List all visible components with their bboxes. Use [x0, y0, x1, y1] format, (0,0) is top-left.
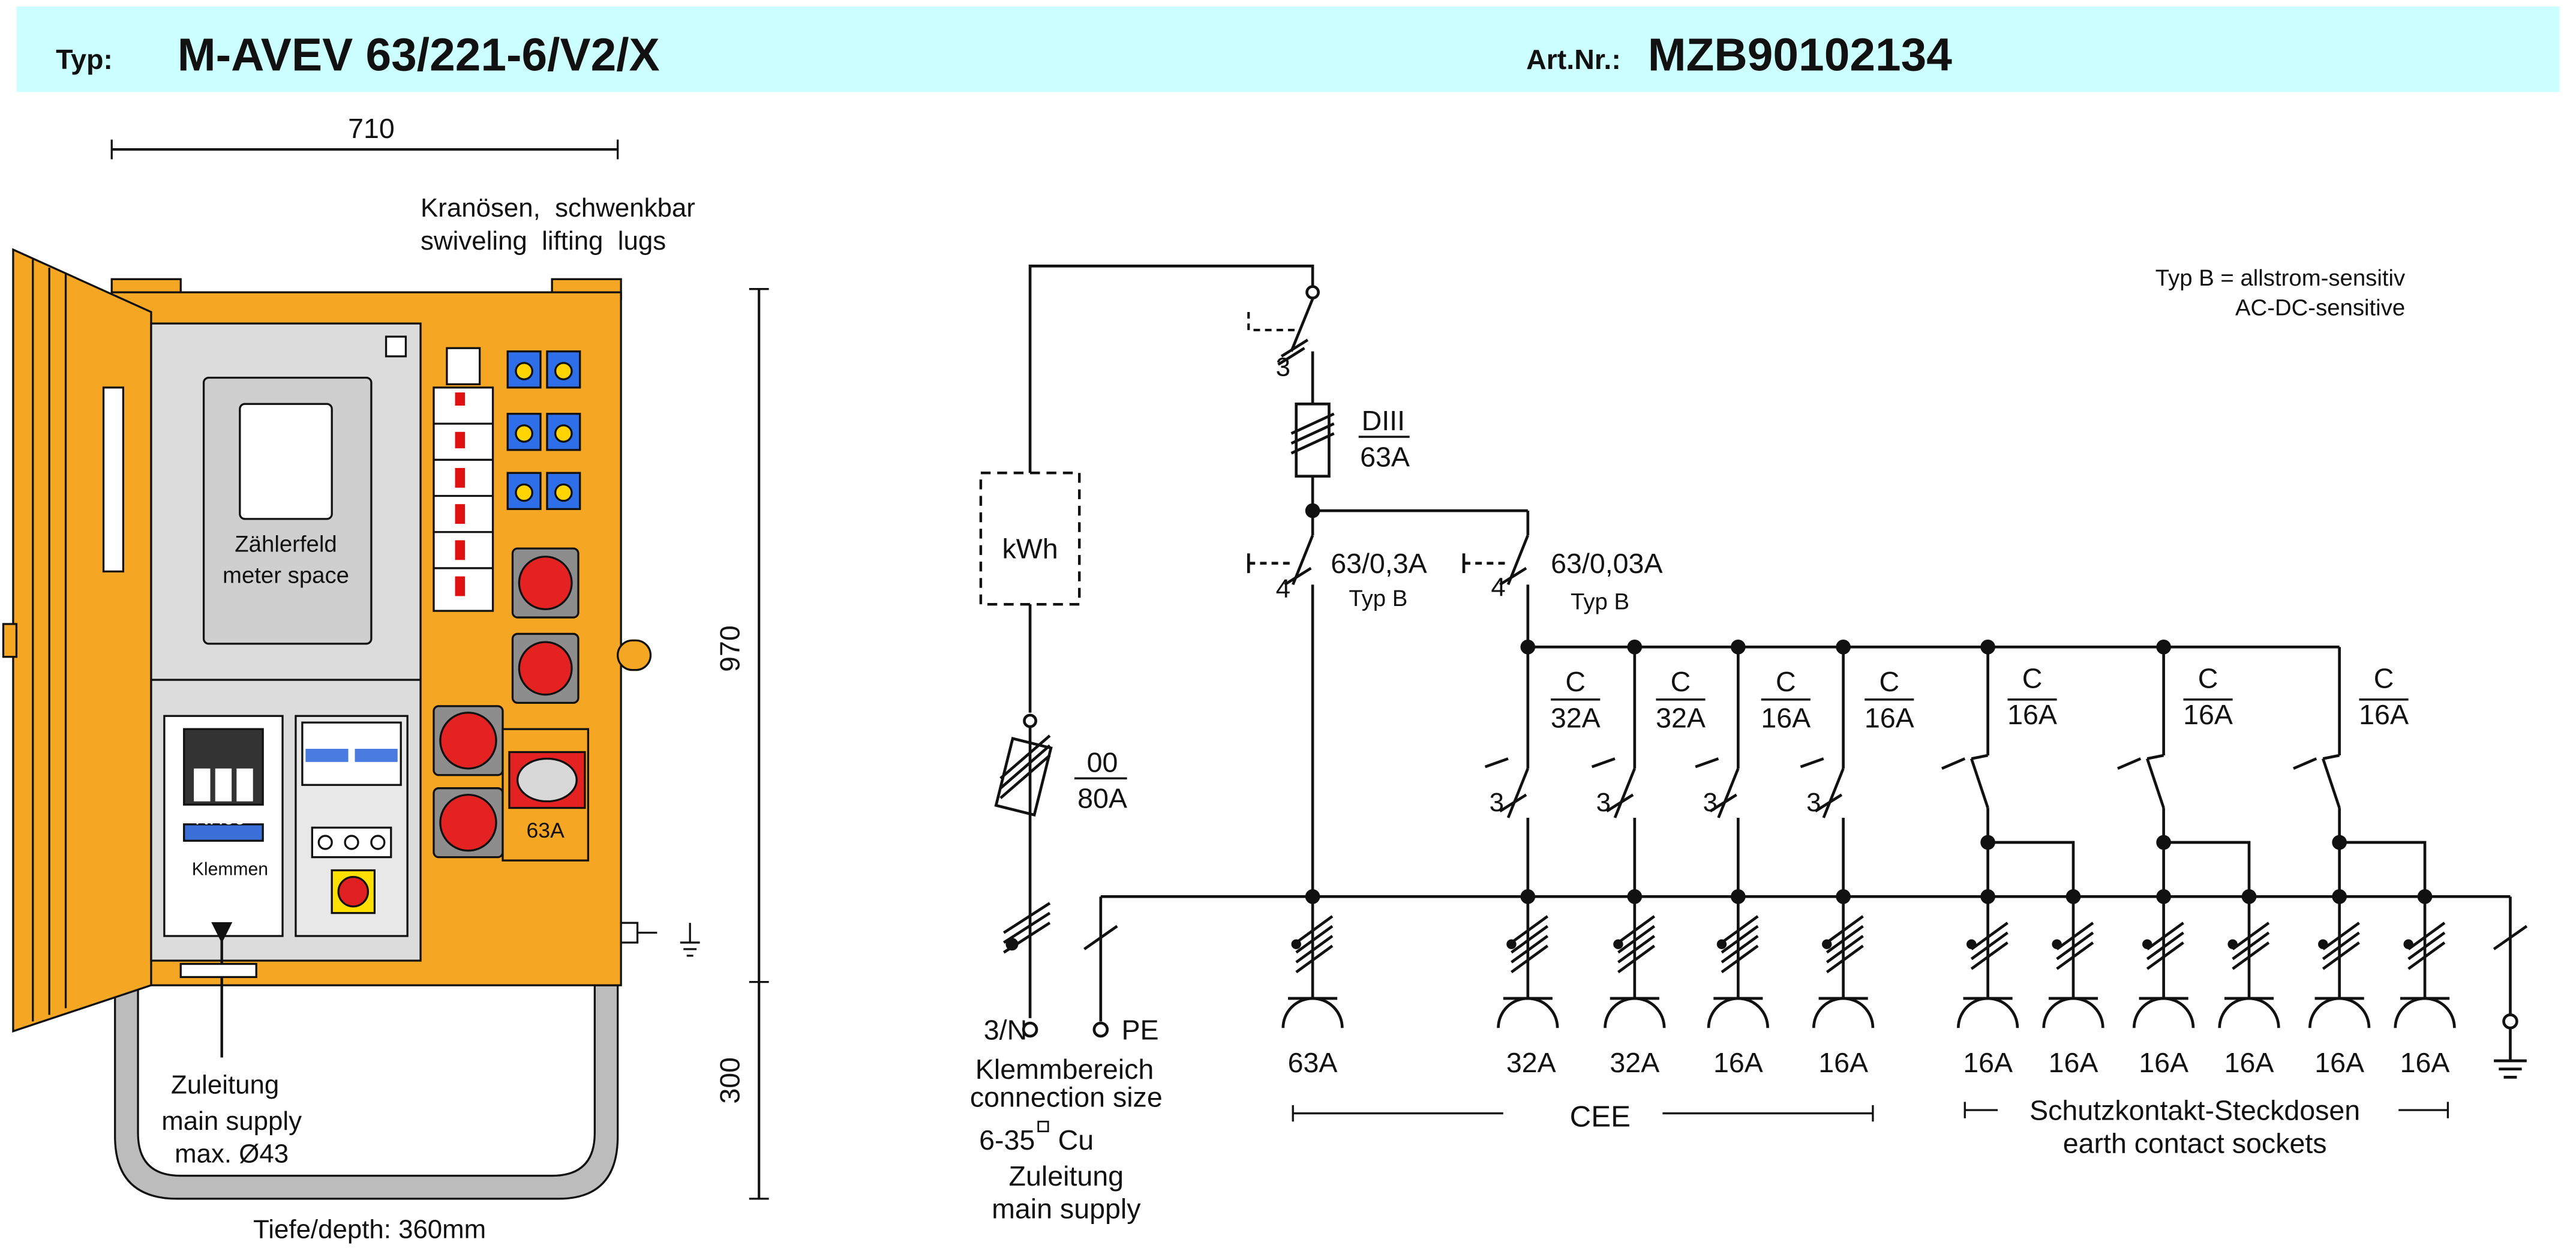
nh-fuse-size: 00 [1087, 746, 1118, 778]
outlet-rating: 32A [1610, 1047, 1659, 1078]
schematic-lines [979, 265, 2528, 1122]
meter-space-de: Zählerfeld [235, 532, 337, 557]
outlet-rating: 16A [2224, 1047, 2274, 1078]
schuko-breakers [1941, 647, 2427, 897]
rcd1-rating: 63/0,3A [1331, 548, 1427, 579]
note-typ-b-de: Typ B = allstrom-sensitiv [2155, 265, 2406, 291]
schematic-supply-de: Zuleitung [1009, 1160, 1124, 1192]
main-switch-poles: 3 [1276, 353, 1290, 382]
terminal-size-unit: Cu [1058, 1124, 1094, 1156]
cee-breakers [1484, 647, 1845, 897]
outlet-rating: 63A [1288, 1047, 1338, 1078]
lifting-lugs-en: swiveling lifting lugs [421, 226, 666, 256]
terminal-n-label: 3/N [984, 1014, 1027, 1045]
breaker-rating: 16A [2359, 699, 2409, 730]
breaker-rating: 32A [1656, 702, 1706, 733]
breaker-rating: 16A [1761, 702, 1811, 733]
rcd2-type: Typ B [1571, 589, 1629, 614]
cee-group-label: CEE [1570, 1100, 1631, 1133]
rcd2-poles: 4 [1491, 572, 1505, 602]
breaker-rating: 16A [2007, 699, 2057, 730]
lifting-lugs-de: Kranösen, schwenkbar [421, 193, 695, 223]
outlet-rating: 16A [2314, 1047, 2364, 1078]
fuse-rating-label: 63A [1360, 441, 1410, 472]
article-label: Art.Nr.: [1526, 44, 1621, 75]
schematic-labels: Typ B = allstrom-sensitiv AC-DC-sensitiv… [970, 265, 2450, 1225]
breaker-rating: 32A [1551, 702, 1601, 733]
note-typ-b-en: AC-DC-sensitive [2235, 295, 2405, 320]
terminal-size-number: 6-35 [979, 1124, 1035, 1156]
meter-space-en: meter space [223, 563, 349, 589]
breaker-rating: 16A [1865, 702, 1914, 733]
outlet-symbols [1281, 896, 2456, 1028]
socket-63a-label: 63A [527, 818, 565, 842]
rcd1-type: Typ B [1349, 586, 1407, 611]
breaker-char: C [1776, 666, 1796, 697]
outlet-rating: 16A [2049, 1047, 2098, 1078]
breaker-poles: 3 [1703, 788, 1718, 817]
article-number: MZB90102134 [1648, 30, 1953, 81]
junction-dots [1291, 503, 2433, 949]
meter-kwh-label: kWh [1002, 533, 1058, 565]
nh-fuse-rating: 80A [1077, 783, 1127, 814]
breaker-poles: 3 [1806, 788, 1821, 817]
schuko-group-de: Schutzkontakt-Steckdosen [2029, 1095, 2360, 1126]
terminal-pe-label: PE [1121, 1014, 1158, 1045]
breaker-char: C [2022, 663, 2043, 694]
cabinet-drawing [2, 139, 769, 1200]
outlet-rating: 16A [2400, 1047, 2450, 1078]
depth-label: Tiefe/depth: 360mm [253, 1215, 486, 1244]
rcd2-rating: 63/0,03A [1551, 548, 1662, 579]
fuse-type-label: DIII [1362, 405, 1405, 436]
schematic-supply-en: main supply [992, 1193, 1141, 1225]
supply-label-de: Zuleitung [171, 1070, 279, 1100]
terminal-area-en: connection size [970, 1082, 1163, 1113]
height-dimension: 970 [714, 625, 745, 672]
outlet-rating: 16A [1963, 1047, 2013, 1078]
rcd1-poles: 4 [1276, 574, 1290, 604]
outlet-rating: 32A [1506, 1047, 1556, 1078]
breaker-char: C [2374, 663, 2394, 694]
square-mm-symbol [1037, 1120, 1049, 1133]
outlet-rating: 16A [2139, 1047, 2188, 1078]
base-dimension: 300 [714, 1057, 745, 1104]
width-dimension: 710 [348, 113, 395, 144]
outlet-rating: 16A [1713, 1047, 1763, 1078]
header-bar: Typ: M-AVEV 63/221-6/V2/X Art.Nr.: MZB90… [16, 6, 2560, 92]
outlet-rating: 16A [1818, 1047, 1868, 1078]
terminal-area-de: Klemmbereich [975, 1054, 1154, 1085]
breaker-char: C [2198, 663, 2218, 694]
type-value: M-AVEV 63/221-6/V2/X [178, 30, 660, 81]
nh-fuse-label: NH00 [195, 806, 245, 829]
breaker-char: C [1671, 666, 1691, 697]
breaker-poles: 3 [1490, 788, 1504, 817]
breaker-rating: 16A [2183, 699, 2233, 730]
cabinet-labels: 710 970 300 Kranösen, schwenkbar swiveli… [161, 113, 745, 1244]
breaker-poles: 3 [1596, 788, 1611, 817]
breaker-char: C [1879, 666, 1899, 697]
type-label: Typ: [56, 44, 113, 75]
supply-max-diameter: max. Ø43 [175, 1139, 289, 1169]
supply-label-en: main supply [161, 1106, 302, 1136]
breaker-char: C [1565, 666, 1586, 697]
schuko-group-en: earth contact sockets [2063, 1127, 2327, 1159]
terminals-label: Klemmen [192, 860, 268, 880]
